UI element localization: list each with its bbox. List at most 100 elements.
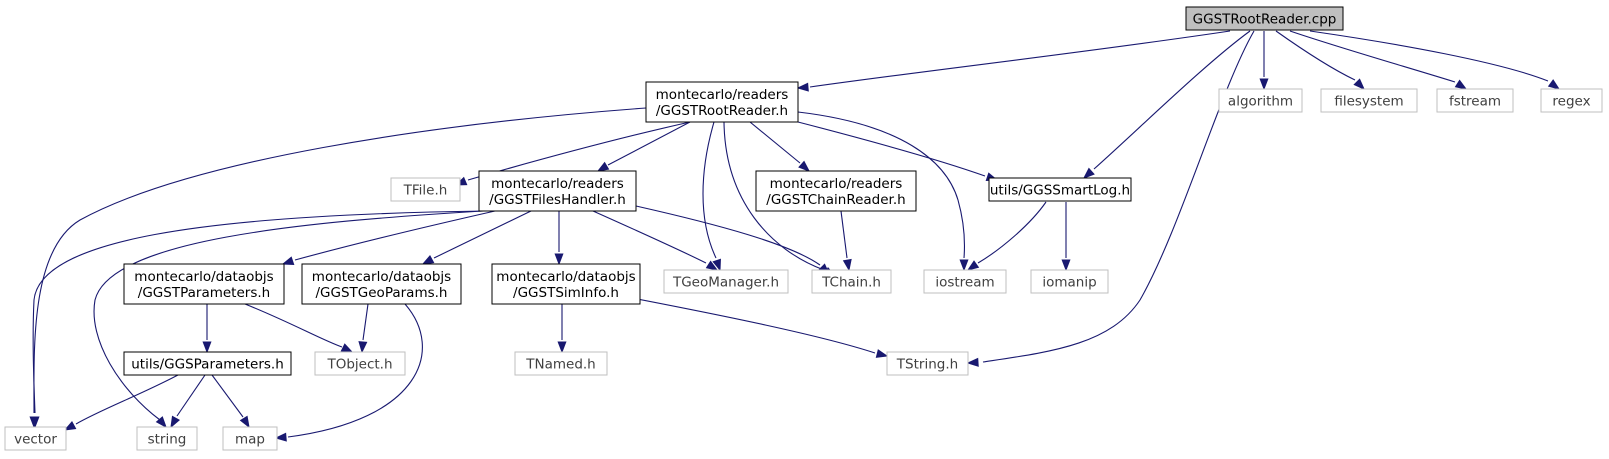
node-label: GGSTRootReader.cpp	[1193, 12, 1337, 28]
node-string: string	[136, 426, 198, 451]
node-iostream: iostream	[923, 269, 1007, 294]
edge-geoparams-to-map	[274, 303, 423, 442]
edge-line	[287, 303, 423, 438]
arrowhead-icon	[557, 341, 567, 354]
node-box	[4, 426, 67, 451]
node-label: TNamed.h	[525, 357, 596, 373]
edge-line	[631, 297, 876, 354]
edge-chainreader-to-tchain	[840, 210, 852, 272]
node-label: /GGSTFilesHandler.h	[489, 192, 626, 208]
arrowhead-icon	[966, 260, 980, 271]
node-box	[478, 170, 637, 212]
node-label: /GGSTGeoParams.h	[316, 285, 448, 301]
edge-fileshandler-to-string	[93, 210, 484, 429]
arrowhead-icon	[1061, 259, 1071, 272]
node-iomanip: iomanip	[1030, 269, 1109, 294]
edge-line	[33, 107, 647, 414]
node-label: vector	[14, 432, 57, 448]
arrowhead-icon	[842, 258, 852, 272]
node-box	[1540, 88, 1603, 113]
node-label: filesystem	[1334, 94, 1403, 110]
node-parameters[interactable]: montecarlo/dataobjs/GGSTParameters.h	[123, 263, 285, 305]
edge-line	[1275, 30, 1356, 81]
edge-line	[32, 210, 486, 414]
arrowhead-icon	[966, 357, 979, 367]
node-tgeomanager: TGeoManager.h	[663, 269, 789, 294]
node-root[interactable]: GGSTRootReader.cpp	[1185, 6, 1344, 31]
node-filesystem: filesystem	[1320, 88, 1418, 113]
node-box	[136, 426, 198, 451]
node-label: utils/GGSParameters.h	[131, 357, 284, 373]
edge-root-to-rootreader_h	[796, 30, 1231, 92]
node-label: /GGSTParameters.h	[138, 285, 270, 301]
edge-ggsparameters-to-vector	[63, 374, 179, 431]
node-box	[301, 263, 462, 305]
node-fstream: fstream	[1436, 88, 1514, 113]
node-box	[123, 351, 292, 376]
node-label: TGeoManager.h	[672, 275, 779, 291]
arrowhead-icon	[1454, 79, 1468, 90]
node-label: iomanip	[1042, 275, 1096, 291]
node-box	[123, 263, 285, 305]
node-smartlog[interactable]: utils/GGSSmartLog.h	[988, 177, 1132, 202]
node-box	[491, 263, 641, 305]
node-label: iostream	[935, 275, 994, 291]
node-box	[390, 177, 461, 202]
edge-line	[702, 121, 717, 259]
node-label: map	[235, 432, 265, 448]
node-box	[988, 177, 1132, 202]
node-tnamed: TNamed.h	[514, 351, 608, 376]
edge-fileshandler-to-parameters	[281, 210, 496, 265]
node-box	[645, 81, 799, 123]
node-box	[1218, 88, 1303, 113]
node-map: map	[222, 426, 278, 451]
node-box	[886, 351, 969, 376]
node-label: TString.h	[896, 357, 958, 373]
node-label: /GGSTSimInfo.h	[513, 285, 619, 301]
node-rootreader_h[interactable]: montecarlo/readers/GGSTRootReader.h	[645, 81, 799, 123]
node-ggsparameters[interactable]: utils/GGSParameters.h	[123, 351, 292, 376]
node-chainreader[interactable]: montecarlo/readers/GGSTChainReader.h	[755, 170, 917, 212]
node-box	[314, 351, 406, 376]
node-label: montecarlo/readers	[656, 87, 789, 103]
node-tchain: TChain.h	[811, 269, 892, 294]
arrowhead-icon	[340, 343, 354, 353]
edge-line	[294, 210, 496, 261]
node-box	[514, 351, 608, 376]
arrowhead-icon	[274, 432, 287, 442]
edge-fileshandler-to-geoparams	[421, 210, 532, 265]
edge-parameters-to-tobject	[244, 303, 354, 353]
node-label: algorithm	[1228, 94, 1293, 110]
node-tfile: TFile.h	[390, 177, 461, 202]
edge-geoparams-to-tobject	[358, 303, 369, 354]
node-label: montecarlo/dataobjs	[496, 269, 635, 285]
arrowhead-icon	[202, 341, 212, 354]
node-box	[755, 170, 917, 212]
edge-line	[797, 111, 966, 259]
edge-line	[75, 374, 179, 425]
nodes-layer: GGSTRootReader.cpp montecarlo/readers/GGS…	[4, 6, 1603, 451]
node-siminfo[interactable]: montecarlo/dataobjs/GGSTSimInfo.h	[491, 263, 641, 305]
edge-smartlog-to-iomanip	[1061, 202, 1071, 272]
edge-line	[592, 210, 707, 264]
edge-root-to-filesystem	[1275, 30, 1365, 90]
edge-fileshandler-to-tgeomanager	[592, 210, 719, 271]
edge-rootreader_h-to-fileshandler	[596, 121, 691, 172]
edge-rootreader_h-to-iostream	[797, 111, 969, 272]
edge-fileshandler-to-vector	[30, 210, 486, 429]
arrowhead-icon	[421, 254, 435, 265]
edge-root-to-regex	[1309, 30, 1561, 90]
arrowhead-icon	[1547, 79, 1561, 90]
node-label: TObject.h	[326, 357, 392, 373]
arrowhead-icon	[30, 416, 40, 429]
edge-line	[809, 30, 1231, 88]
node-fileshandler[interactable]: montecarlo/readers/GGSTFilesHandler.h	[478, 170, 637, 212]
edge-parameters-to-ggsparameters	[202, 304, 212, 354]
arrowhead-icon	[281, 256, 295, 265]
node-label: /GGSTChainReader.h	[766, 192, 905, 208]
edge-root-to-fstream	[1289, 30, 1468, 90]
node-geoparams[interactable]: montecarlo/dataobjs/GGSTGeoParams.h	[301, 263, 462, 305]
edge-ggsparameters-to-string	[170, 374, 206, 429]
edge-line	[1289, 30, 1456, 83]
node-label: montecarlo/readers	[491, 176, 624, 192]
